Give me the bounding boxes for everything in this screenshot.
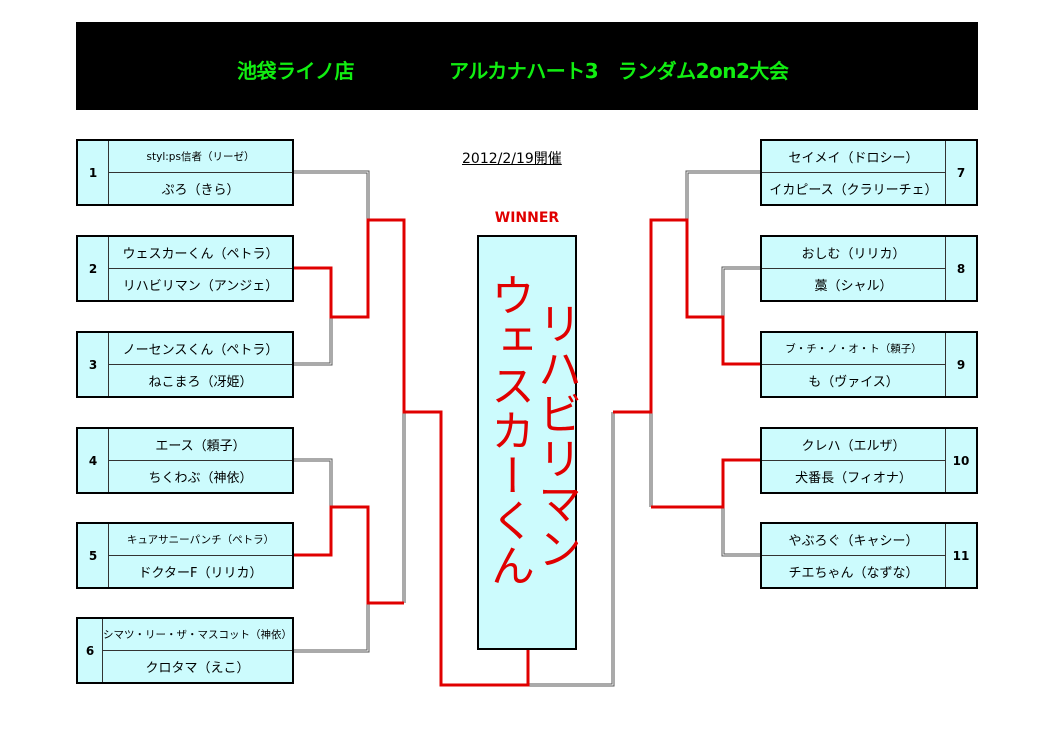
team-player-1: ブ・チ・ノ・オ・ト（頼子） (762, 333, 945, 365)
team-player-2: ぷろ（きら） (161, 183, 240, 198)
event-title: アルカナハート3 ランダム2on2大会 (449, 59, 789, 83)
team-player-1: セイメイ（ドロシー） (762, 141, 945, 173)
team-player-2: ちくわぶ（神依） (148, 471, 253, 486)
store-name: 池袋ライノ店 (237, 59, 355, 83)
team-number: 3 (78, 333, 109, 396)
team-player-2: リハビリマン（アンジェ） (122, 279, 279, 294)
team-player-2: イカピース（クラリーチェ） (769, 183, 938, 198)
winner-path (293, 218, 760, 687)
winner-box: ウェスカーくん リハビリマン (477, 235, 581, 650)
team-player-1: styl:ps信者（リーゼ） (109, 141, 292, 173)
team-number: 10 (945, 429, 976, 492)
team-player-1: ノーセンスくん（ペトラ） (109, 333, 292, 365)
team-player-1: おしむ（リリカ） (762, 237, 945, 269)
team-player-2: 犬番長（フィオナ） (795, 471, 912, 486)
team-player-2: クロタマ（えこ） (145, 661, 250, 676)
team-player-2: も（ヴァイス） (808, 375, 899, 390)
team-number: 7 (945, 141, 976, 204)
team-number: 9 (945, 333, 976, 396)
team-box: やぶろぐ（キャシー） チエちゃん（なずな） 11 (760, 522, 978, 589)
team-player-1: やぶろぐ（キャシー） (762, 524, 945, 556)
team-box: セイメイ（ドロシー） イカピース（クラリーチェ） 7 (760, 139, 978, 206)
title-banner: 池袋ライノ店 アルカナハート3 ランダム2on2大会 (76, 22, 978, 110)
team-player-2: チエちゃん（なずな） (788, 566, 919, 581)
winner-label: WINNER (494, 210, 560, 226)
team-player-2: ねこまろ（冴姫） (148, 375, 253, 390)
team-player-1: シマツ・リー・ザ・マスコット（神依） (103, 619, 292, 651)
team-number: 2 (78, 237, 109, 300)
team-player-1: クレハ（エルザ） (762, 429, 945, 461)
team-player-1: ウェスカーくん（ペトラ） (109, 237, 292, 269)
team-player-1: エース（頼子） (109, 429, 292, 461)
team-number: 4 (78, 429, 109, 492)
team-box: おしむ（リリカ） 藁（シャル） 8 (760, 235, 978, 302)
team-number: 5 (78, 524, 109, 587)
team-player-1: キュアサニーパンチ（ペトラ） (109, 524, 292, 556)
team-number: 6 (78, 619, 103, 682)
team-box: クレハ（エルザ） 犬番長（フィオナ） 10 (760, 427, 978, 494)
event-date: 2012/2/19開催 (462, 151, 562, 167)
winner-player-2: リハビリマン (530, 301, 581, 571)
winner-player-1: ウェスカーくん (483, 273, 534, 588)
team-box: ブ・チ・ノ・オ・ト（頼子） も（ヴァイス） 9 (760, 331, 978, 398)
team-player-2: 藁（シャル） (814, 279, 893, 294)
team-player-2: ドクターF（リリカ） (138, 566, 263, 581)
team-number: 1 (78, 141, 109, 204)
team-number: 11 (945, 524, 976, 587)
team-number: 8 (945, 237, 976, 300)
